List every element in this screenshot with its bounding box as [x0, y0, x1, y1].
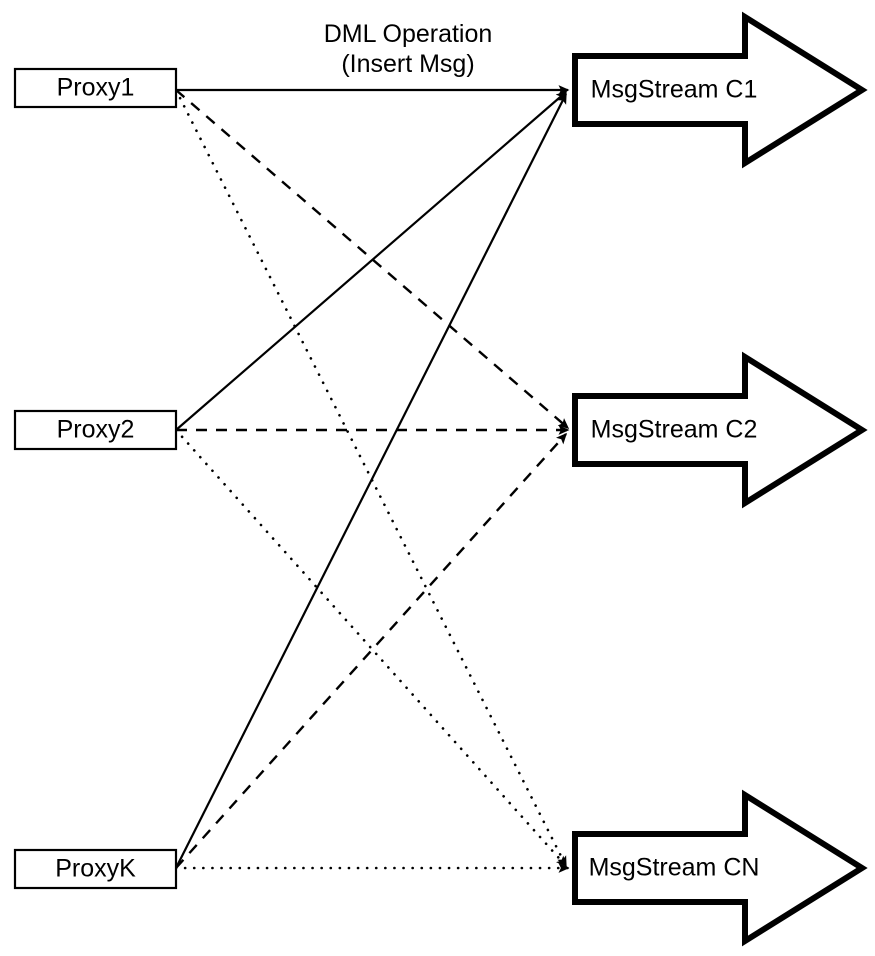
msgstream-group: MsgStream C1 MsgStream C2 MsgStream CN — [572, 11, 868, 947]
proxy-node-group: Proxy1 Proxy2 ProxyK — [13, 67, 178, 890]
proxy-label: Proxy2 — [57, 416, 135, 444]
edge-proxyk-to-stream-c1 — [175, 92, 567, 869]
proxy-label: Proxy1 — [57, 74, 135, 102]
msgstream-label: MsgStream C1 — [591, 76, 758, 104]
edge-layer — [174, 85, 570, 873]
block-arrow-icon[interactable] — [572, 789, 868, 947]
proxy-box[interactable] — [13, 848, 178, 890]
edge-proxyk-to-stream-c2 — [175, 432, 568, 869]
proxy-box[interactable] — [13, 409, 178, 451]
edge-proxy1-to-stream-c2 — [175, 89, 570, 429]
node-msgstream-cn[interactable]: MsgStream CN — [572, 789, 868, 947]
node-proxy2[interactable]: Proxy2 — [13, 409, 178, 451]
node-msgstream-c2[interactable]: MsgStream C2 — [572, 351, 868, 509]
edge-proxy2-to-stream-c1 — [175, 91, 568, 431]
msgstream-label: MsgStream C2 — [591, 416, 758, 444]
edge-proxy2-to-stream-cn — [174, 428, 568, 868]
block-arrow-icon[interactable] — [572, 351, 868, 509]
node-proxyk[interactable]: ProxyK — [13, 848, 178, 890]
block-arrow-icon[interactable] — [572, 11, 868, 169]
edge-caption-line2: (Insert Msg) — [341, 50, 474, 78]
edge-caption-line1: DML Operation — [324, 20, 493, 48]
node-proxy1[interactable]: Proxy1 — [13, 67, 178, 109]
proxy-label: ProxyK — [55, 855, 136, 883]
proxy-box[interactable] — [13, 67, 178, 109]
edge-caption: DML Operation (Insert Msg) — [324, 20, 493, 78]
node-msgstream-c1[interactable]: MsgStream C1 — [572, 11, 868, 169]
msgstream-label: MsgStream CN — [589, 854, 760, 882]
edge-proxy1-to-stream-cn — [174, 88, 568, 868]
